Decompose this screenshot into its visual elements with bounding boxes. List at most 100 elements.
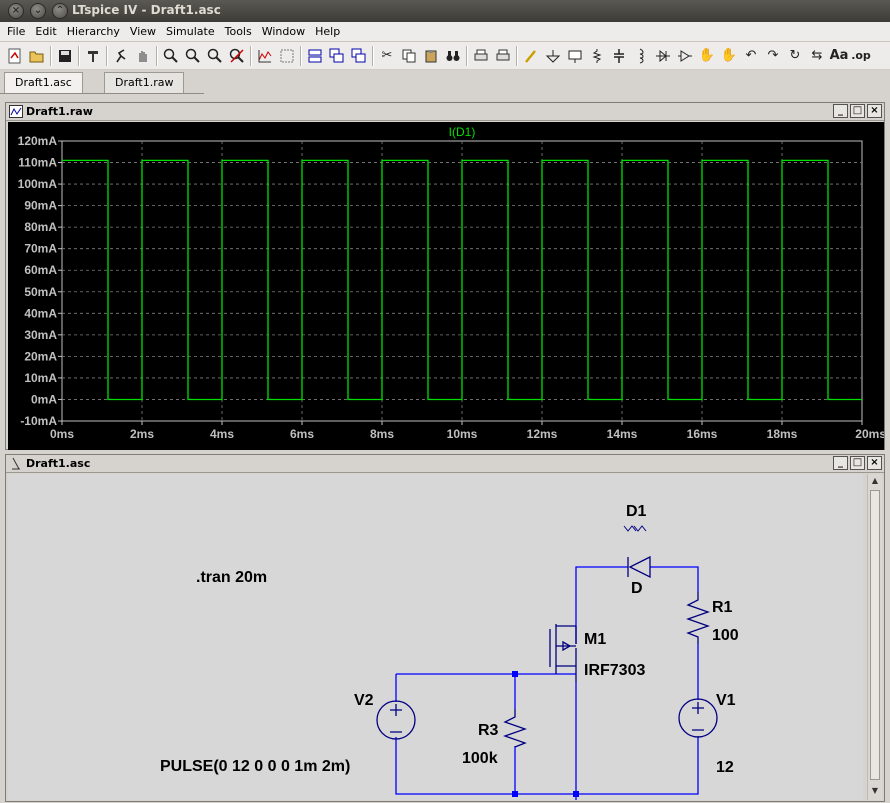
wire-icon[interactable] [520,45,542,67]
window-title: LTspice IV - Draft1.asc [72,3,221,17]
schematic-window: Draft1.asc _ □ × [5,454,885,803]
run-icon[interactable] [110,45,132,67]
menu-tools[interactable]: Tools [224,25,252,38]
v2-value: PULSE(0 12 0 0 0 1m 2m) [160,758,350,775]
tab-draft1-asc[interactable]: Draft1.asc [4,72,83,94]
y-tick-label: 0mA [31,392,57,406]
find-icon[interactable] [442,45,464,67]
close-button[interactable]: × [867,104,882,118]
diode-d1[interactable] [623,525,651,579]
zoom-in-icon[interactable] [160,45,182,67]
capacitor-icon[interactable] [608,45,630,67]
maximize-button[interactable]: □ [850,456,865,470]
move-icon[interactable]: ✋ [698,48,716,63]
spice-directive-icon[interactable]: .op [851,49,871,62]
wire-ground-net [395,736,699,795]
junction-dot [512,671,518,677]
close-window-button[interactable]: × [8,3,24,19]
maximize-button[interactable]: □ [850,104,865,118]
menu-help[interactable]: Help [315,25,341,38]
y-tick-label: 100mA [18,177,58,191]
toolbar-separator [78,45,80,66]
zoom-out-icon[interactable] [204,45,226,67]
tab-label: Draft1.asc [15,76,72,89]
menu-simulate[interactable]: Simulate [166,25,215,38]
waveform-chart[interactable]: 120mA110mA100mA90mA80mA70mA60mA50mA40mA3… [8,122,887,450]
y-tick-label: 60mA [24,263,57,277]
mirror-icon[interactable]: ⇆ [811,48,823,63]
ground-icon[interactable] [542,45,564,67]
resistor-r1[interactable] [686,592,710,644]
autorange-grid-icon[interactable] [276,45,298,67]
schematic-window-titlebar[interactable]: Draft1.asc _ □ × [6,455,884,473]
tile-vertical-icon[interactable] [348,45,370,67]
waveform-window-title: Draft1.raw [26,105,93,118]
undo-icon[interactable]: ↶ [745,48,757,63]
spice-directive[interactable]: .tran 20m [196,569,267,586]
inductor-icon[interactable] [630,45,652,67]
save-icon[interactable] [54,45,76,67]
halt-icon[interactable] [132,45,154,67]
autorange-icon[interactable] [254,45,276,67]
minimize-button[interactable]: _ [833,456,848,470]
junction-dot [512,791,518,797]
waveform-window-icon [9,105,23,118]
x-tick-label: 6ms [290,427,314,441]
tab-draft1-raw[interactable]: Draft1.raw [104,72,185,94]
toolbar: ✂ ✋ ✋ ↶ ↷ ↻ ⇆ Aa .op [0,42,890,70]
zoom-pan-icon[interactable] [182,45,204,67]
redo-icon[interactable]: ↷ [767,48,779,63]
x-tick-label: 4ms [210,427,234,441]
menu-bar: File Edit Hierarchy View Simulate Tools … [0,22,890,42]
print-setup-icon[interactable] [470,45,492,67]
open-icon[interactable] [26,45,48,67]
v1-name: V1 [716,692,736,709]
r1-value: 100 [712,627,739,644]
label-icon[interactable] [564,45,586,67]
menu-view[interactable]: View [129,25,157,38]
voltage-source-v2[interactable] [376,700,416,740]
minimize-button[interactable]: _ [833,104,848,118]
control-panel-icon[interactable] [82,45,104,67]
mosfet-m1[interactable] [549,624,577,682]
component-icon[interactable] [674,45,696,67]
rotate-icon[interactable]: ↻ [789,48,801,63]
resistor-r3[interactable] [503,709,527,748]
waveform-window-titlebar[interactable]: Draft1.raw _ □ × [6,103,884,121]
schematic-vertical-scrollbar[interactable]: ▲ ▼ [867,474,882,800]
cascade-icon[interactable] [326,45,348,67]
scrollbar-thumb[interactable] [870,490,880,780]
tile-horizontal-icon[interactable] [304,45,326,67]
toolbar-separator [372,45,374,66]
scroll-up-arrow[interactable]: ▲ [871,476,879,485]
scroll-down-arrow[interactable]: ▼ [871,786,879,795]
voltage-source-v1[interactable] [678,698,718,738]
resistor-icon[interactable] [586,45,608,67]
menu-file[interactable]: File [7,25,26,38]
schematic-drawing[interactable]: .tran 20m D1 D R1 100 M1 IRF7303 V1 12 V… [8,474,863,803]
copy-icon[interactable] [398,45,420,67]
menu-hierarchy[interactable]: Hierarchy [66,25,120,38]
wires [395,566,699,803]
junctions [512,671,579,797]
close-button[interactable]: × [867,456,882,470]
paste-icon[interactable] [420,45,442,67]
print-icon[interactable] [492,45,514,67]
diode-icon[interactable] [652,45,674,67]
chart-title: I(D1) [449,125,476,139]
zoom-cancel-icon[interactable] [226,45,248,67]
cut-icon[interactable]: ✂ [381,48,393,63]
new-schematic-icon[interactable] [4,45,26,67]
junction-dot [573,791,579,797]
menu-window[interactable]: Window [261,25,306,38]
minimize-window-button[interactable]: ⌄ [30,3,46,19]
schematic-canvas[interactable]: .tran 20m D1 D R1 100 M1 IRF7303 V1 12 V… [8,474,863,803]
wire-drain-net [575,566,628,644]
maximize-window-button[interactable]: ⌃ [52,3,68,19]
drag-icon[interactable]: ✋ [720,48,738,63]
text-icon[interactable]: Aa [829,48,849,63]
toolbar-separator [250,45,252,66]
menu-edit[interactable]: Edit [35,25,57,38]
